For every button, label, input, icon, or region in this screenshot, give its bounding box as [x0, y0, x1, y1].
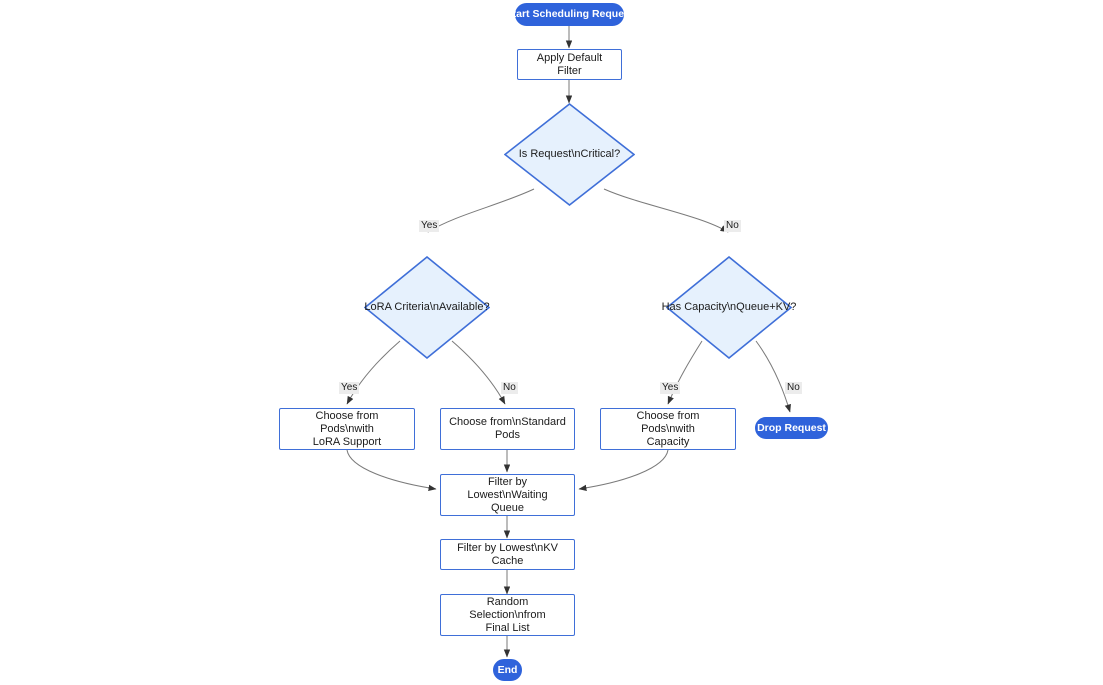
edge-label-capacity-yes: Yes [660, 382, 681, 394]
node-choose-standard-pods-label-line2: Pods [494, 429, 521, 441]
diamond-shape [364, 256, 490, 359]
edge-lora-to-pods-lora [346, 340, 401, 405]
node-filter-kv-cache-label: Filter by Lowest\nKV Cache [457, 541, 558, 567]
node-random-selection-label-line1: Random Selection\nfrom [469, 595, 546, 621]
node-apply-default-filter[interactable]: Apply Default Filter [517, 49, 622, 80]
edge-has-capacity-to-drop [755, 340, 791, 413]
diamond-shape [666, 256, 792, 359]
node-lora-criteria-available-label: LoRA Criteria\nAvailable? [364, 301, 490, 313]
node-filter-waiting-queue-label-line1: Filter by Lowest\nWaiting [467, 475, 548, 501]
node-is-request-critical-label: Is Request\nCritical? [518, 148, 621, 160]
node-random-selection-label-line2: Final List [485, 621, 530, 634]
edge-label-critical-yes-text: Yes [421, 220, 438, 231]
edge-pods-lora-to-filter-queue [346, 449, 437, 492]
diamond-shape [504, 103, 635, 206]
node-end-label: End [497, 663, 518, 676]
node-random-selection[interactable]: Random Selection\nfrom Final List [440, 594, 575, 636]
edge-label-critical-no-text: No [726, 220, 739, 231]
node-choose-pods-capacity-label-line1: Choose from Pods\nwith [636, 409, 700, 435]
node-choose-pods-lora[interactable]: Choose from Pods\nwith LoRA Support [279, 408, 415, 450]
edge-label-critical-yes: Yes [419, 220, 440, 232]
node-start[interactable]: Start Scheduling Request [506, 3, 633, 26]
edge-pods-cap-to-filter-queue [578, 449, 669, 492]
edge-label-lora-yes-text: Yes [341, 382, 358, 393]
edge-label-capacity-no: No [785, 382, 802, 394]
edge-label-lora-no-text: No [503, 382, 516, 393]
node-has-capacity-label: Has Capacity\nQueue+KV? [661, 301, 797, 313]
node-filter-waiting-queue[interactable]: Filter by Lowest\nWaiting Queue [440, 474, 575, 516]
node-choose-pods-capacity-label-line2: Capacity [646, 435, 690, 448]
node-choose-standard-pods-label-line1: Choose from\nStandard [449, 416, 566, 428]
node-has-capacity[interactable]: Has Capacity\nQueue+KV? [662, 256, 796, 359]
edge-has-capacity-to-pods-cap [667, 340, 703, 405]
edge-label-capacity-no-text: No [787, 382, 800, 393]
node-choose-pods-lora-label-line2: LoRA Support [312, 435, 382, 448]
node-choose-standard-pods[interactable]: Choose from\nStandard Pods [440, 408, 575, 450]
node-filter-kv-cache[interactable]: Filter by Lowest\nKV Cache [440, 539, 575, 570]
node-start-label: Start Scheduling Request [505, 8, 634, 20]
edge-label-capacity-yes-text: Yes [662, 382, 679, 393]
edge-lora-to-pods-std [451, 340, 506, 405]
node-drop-request-label: Drop Request [757, 421, 826, 434]
edge-is-critical-to-has-capacity [603, 188, 729, 233]
node-filter-waiting-queue-label-line2: Queue [490, 501, 525, 514]
node-end[interactable]: End [493, 659, 522, 681]
node-choose-pods-lora-label-line1: Choose from Pods\nwith [315, 409, 379, 435]
edge-label-lora-no: No [501, 382, 518, 394]
node-choose-pods-capacity[interactable]: Choose from Pods\nwith Capacity [600, 408, 736, 450]
node-drop-request[interactable]: Drop Request [755, 417, 828, 439]
node-apply-default-filter-label: Apply Default Filter [536, 51, 603, 77]
node-is-request-critical[interactable]: Is Request\nCritical? [504, 103, 635, 206]
node-lora-criteria-available[interactable]: LoRA Criteria\nAvailable? [364, 256, 490, 359]
edge-label-lora-yes: Yes [339, 382, 360, 394]
edge-label-critical-no: No [724, 220, 741, 232]
